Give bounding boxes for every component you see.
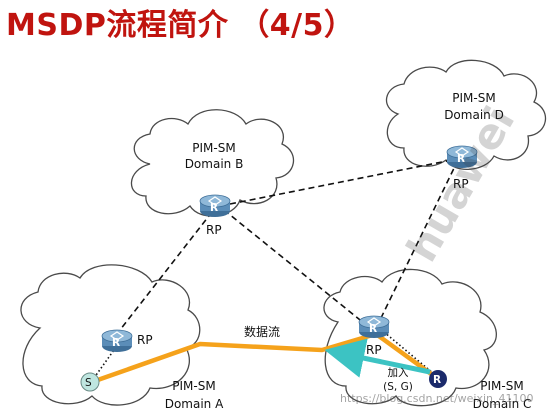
cloud-domain-b [130, 109, 295, 217]
router-glyph-a: R [112, 337, 120, 349]
slide-title: MSDP流程简介 （4/5） [6, 8, 355, 43]
join-label: 加入 [388, 367, 409, 379]
link-rp-c-receiver [383, 331, 435, 375]
domain-b-sub: Domain B [185, 157, 244, 171]
join-arrow [324, 338, 431, 378]
msdp-peer-b-a [119, 211, 213, 331]
router-glyph-d: R [457, 153, 465, 165]
domain-a-name: PIM-SM [172, 379, 215, 393]
domain-a-sub: Domain A [165, 397, 224, 411]
rp-label-c: RP [366, 343, 382, 357]
router-glyph-b: R [210, 202, 218, 214]
rp-label-a: RP [137, 333, 153, 347]
domain-c-sub: Domain C [473, 397, 532, 411]
source-glyph: S [85, 377, 92, 389]
router-glyph-c: R [369, 323, 377, 335]
domain-c-name: PIM-SM [480, 379, 523, 393]
domain-d-name: PIM-SM [452, 91, 495, 105]
domain-b-name: PIM-SM [192, 141, 235, 155]
data-flow-label: 数据流 [244, 324, 280, 339]
msdp-peer-b-c [223, 209, 371, 329]
domain-d-sub: Domain D [444, 108, 504, 122]
join-sg-label: (S, G) [383, 381, 413, 393]
rp-label-b: RP [206, 223, 222, 237]
link-source-rp-a [93, 349, 115, 379]
data-flow-path [91, 331, 436, 385]
rp-label-d: RP [453, 177, 469, 191]
receiver-glyph: R [433, 374, 441, 386]
receiver-host-icon [429, 370, 447, 388]
source-host-icon [80, 372, 100, 392]
